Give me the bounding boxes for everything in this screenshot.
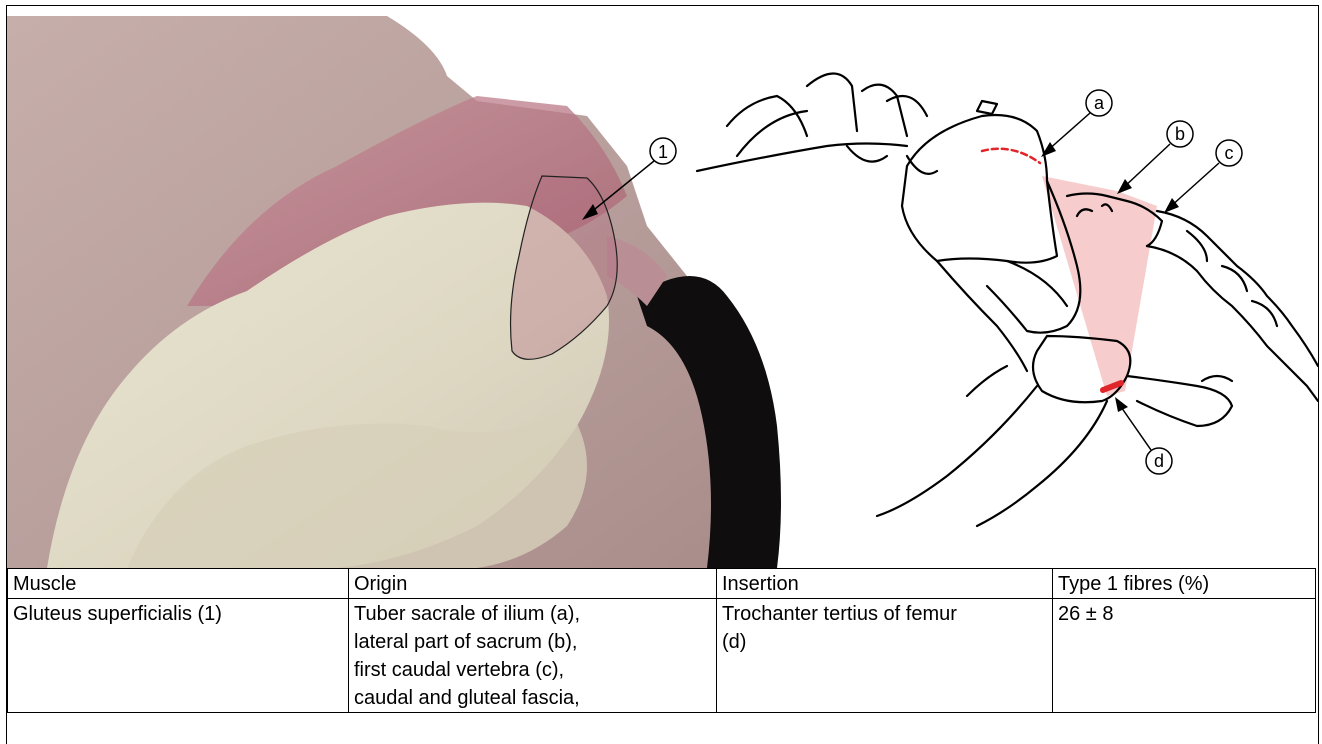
label-d: d	[1154, 451, 1164, 471]
table-header-row: Muscle Origin Insertion Type 1 fibres (%…	[8, 569, 1316, 599]
origin-line: first caudal vertebra (c),	[354, 656, 711, 684]
anatomy-figure: 1	[7, 6, 1318, 568]
label-c: c	[1225, 143, 1234, 163]
cell-origin: Tuber sacrale of ilium (a), lateral part…	[349, 599, 717, 713]
pelvis-outline	[902, 115, 1057, 263]
figure-table-frame: 1	[6, 5, 1319, 744]
label-c-callout: c	[1164, 140, 1242, 213]
cell-insertion: Trochanter tertius of femur (d)	[717, 599, 1053, 713]
dissection-photo: 1	[7, 16, 781, 568]
label-a-callout: a	[1041, 90, 1112, 157]
insertion-line: (d)	[722, 628, 1047, 656]
spine-tab	[977, 101, 997, 114]
label-1: 1	[658, 142, 668, 162]
label-a: a	[1094, 93, 1105, 113]
insertion-line: Trochanter tertius of femur	[722, 600, 1047, 628]
femur	[877, 336, 1130, 526]
ischium	[1127, 376, 1232, 426]
header-insertion: Insertion	[717, 569, 1053, 599]
label-d-callout: d	[1115, 397, 1172, 474]
label-b: b	[1175, 124, 1185, 144]
label-b-callout: b	[1117, 121, 1193, 194]
tail-vertebrae	[1147, 211, 1318, 401]
origin-line: lateral part of sacrum (b),	[354, 628, 711, 656]
origin-line: Tuber sacrale of ilium (a),	[354, 600, 711, 628]
cell-type1: 26 ± 8	[1053, 599, 1316, 713]
muscle-table: Muscle Origin Insertion Type 1 fibres (%…	[7, 568, 1316, 713]
header-type1: Type 1 fibres (%)	[1053, 569, 1316, 599]
header-origin: Origin	[349, 569, 717, 599]
table-row: Gluteus superficialis (1) Tuber sacrale …	[8, 599, 1316, 713]
lower-lines	[937, 261, 1027, 396]
origin-dashed-a	[982, 149, 1040, 163]
cell-muscle: Gluteus superficialis (1)	[8, 599, 349, 713]
header-muscle: Muscle	[8, 569, 349, 599]
lumbar-processes	[697, 74, 937, 174]
origin-line: caudal and gluteal fascia,	[354, 684, 711, 712]
